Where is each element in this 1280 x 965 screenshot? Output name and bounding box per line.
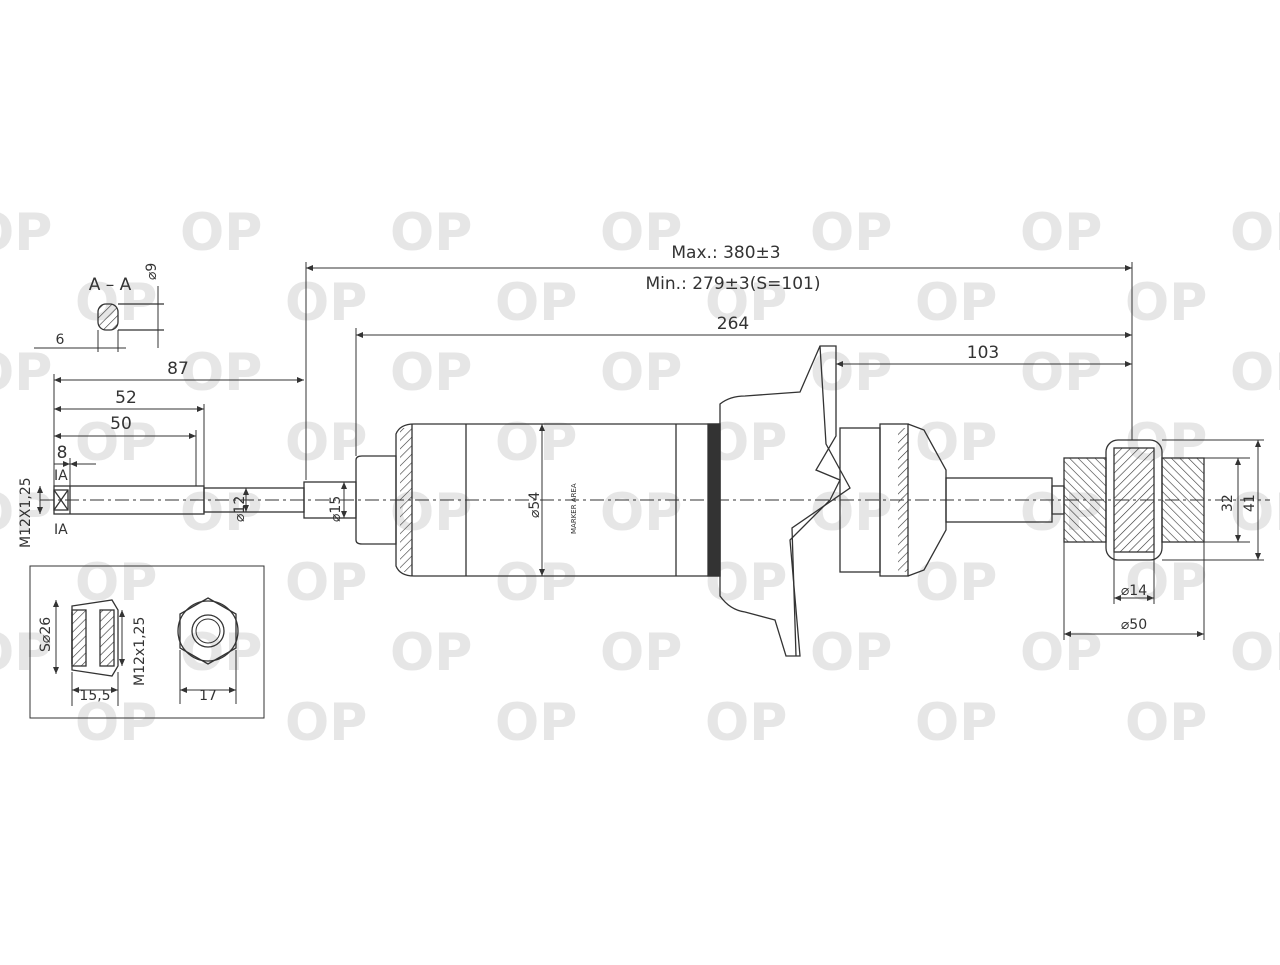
- watermark-text: OP: [495, 273, 577, 333]
- watermark-text: OP: [1125, 273, 1207, 333]
- min-length-label: Min.: 279±3(S=101): [646, 274, 821, 294]
- watermark-text: OP: [600, 483, 682, 543]
- body-dia-label: ⌀54: [527, 492, 543, 518]
- watermark-text: OP: [705, 693, 787, 753]
- watermark-text: OP: [75, 693, 157, 753]
- max-length-label: Max.: 380±3: [671, 243, 780, 263]
- nut-detail: [29, 565, 265, 719]
- dimension-lines: [37, 262, 1264, 640]
- eye-41-label: 41: [1242, 494, 1258, 512]
- watermark-text: OP: [600, 203, 682, 263]
- nut-sphere-label: S⌀26: [38, 617, 54, 652]
- section-mark-bottom: IA: [54, 522, 68, 538]
- watermark-text: OP: [180, 343, 262, 403]
- body-length-label: 264: [717, 314, 749, 334]
- eye-outer-label: ⌀50: [1121, 617, 1147, 633]
- stem-52-label: 52: [115, 388, 137, 408]
- watermark-text: OP: [1125, 693, 1207, 753]
- watermark-text: OP: [705, 273, 787, 333]
- watermark-text: OP: [600, 623, 682, 683]
- stem-87-label: 87: [167, 359, 189, 379]
- watermark-text: OP: [390, 343, 472, 403]
- watermark-text: OP: [0, 483, 52, 543]
- rod-dia-15-label: ⌀15: [328, 496, 344, 522]
- watermark-text: OP: [915, 553, 997, 613]
- watermark-text: OP: [810, 203, 892, 263]
- watermark-text: OP: [915, 693, 997, 753]
- watermark-text: OP: [495, 553, 577, 613]
- watermark-text: OP: [810, 623, 892, 683]
- drawing-lines: [40, 345, 1270, 657]
- nut-thread-label: M12x1,25: [132, 617, 148, 686]
- section-mark-top: IA: [54, 468, 68, 484]
- nut-height-label: 15,5: [79, 688, 110, 704]
- watermark-text: OP: [810, 483, 892, 543]
- watermark-text: OP: [285, 693, 367, 753]
- thread-label: M12X1,25: [18, 477, 34, 548]
- watermark-text: OP: [285, 413, 367, 473]
- watermark-text: OP: [810, 343, 892, 403]
- watermark-text: OP: [285, 553, 367, 613]
- rod-dia-label: ⌀12: [232, 496, 248, 522]
- watermark-text: OP: [1125, 553, 1207, 613]
- watermark-text: OP: [0, 623, 52, 683]
- dimension-labels: Max.: 380±3 Min.: 279±3(S=101) 264 103 8…: [18, 243, 1258, 704]
- stem-50-label: 50: [110, 414, 132, 434]
- marker-area-label: MARKER AREA: [570, 483, 578, 534]
- nut-wrench-label: 17: [199, 688, 217, 704]
- watermark-text: OP: [495, 693, 577, 753]
- section-title: A – A: [89, 275, 132, 295]
- watermark-text: OP: [915, 413, 997, 473]
- watermark-text: OP: [75, 413, 157, 473]
- watermark-text: OP: [1020, 343, 1102, 403]
- watermark-text: OP: [285, 273, 367, 333]
- watermark-text: OP: [495, 413, 577, 473]
- eye-32-label: 32: [1220, 494, 1236, 512]
- watermark-text: OP: [1020, 623, 1102, 683]
- section-dia-label: ⌀9: [144, 263, 160, 280]
- watermark-text: OP: [180, 483, 262, 543]
- mount-to-eye-label: 103: [967, 343, 999, 363]
- section-a-a: [34, 286, 164, 352]
- watermark-text: OP: [0, 343, 52, 403]
- eye-inner-label: ⌀14: [1121, 583, 1147, 599]
- watermark-text: OP: [0, 203, 52, 263]
- watermark-text: OP: [1020, 203, 1102, 263]
- watermark-text: OP: [1230, 343, 1280, 403]
- watermark-text: OP: [1230, 203, 1280, 263]
- watermark-text: OP: [180, 623, 262, 683]
- stem-8-label: 8: [57, 443, 68, 463]
- watermark-text: OP: [600, 343, 682, 403]
- watermark-text: OP: [915, 273, 997, 333]
- section-width-label: 6: [56, 332, 65, 348]
- watermark-text: OP: [1230, 623, 1280, 683]
- watermark-text: OP: [390, 623, 472, 683]
- watermark-text: OP: [180, 203, 262, 263]
- watermark-text: OP: [390, 203, 472, 263]
